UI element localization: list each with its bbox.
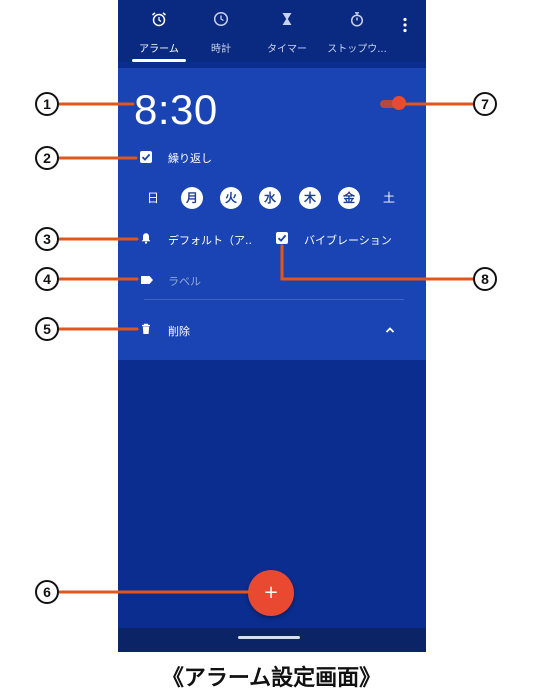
callout-1: 1 [35,92,59,116]
repeat-label: 繰り返し [168,152,212,165]
tab-alarm-label: アラーム [139,44,179,55]
day-wednesday[interactable]: 水 [259,187,281,209]
callout-2: 2 [35,146,59,170]
alarm-time[interactable]: 8:30 [134,86,218,133]
home-handle[interactable] [238,636,300,639]
check-icon [141,153,151,161]
vibration-label: バイブレーション [304,234,392,247]
vibration-checkbox[interactable] [276,232,288,244]
tab-bar: アラーム 時計 タイマー ストップウ... [118,0,426,62]
clock-icon [213,11,229,27]
tab-timer[interactable]: タイマー [254,0,320,62]
repeat-checkbox[interactable] [140,151,152,163]
check-icon [277,234,287,242]
day-saturday[interactable]: 土 [382,191,395,205]
tab-stopwatch-label: ストップウ... [327,44,387,55]
toggle-track [380,100,402,108]
callout-6: 6 [35,580,59,604]
trash-icon [142,323,150,334]
ringtone-selector[interactable]: デフォルト（ア.. [168,234,252,247]
day-sunday[interactable]: 日 [146,191,159,205]
bell-icon [141,233,151,244]
label-input[interactable]: ラベル [168,275,201,288]
chevron-up-icon[interactable] [384,324,396,336]
section-divider [144,299,404,300]
tab-clock[interactable]: 時計 [188,0,254,62]
navigation-bar [118,628,426,652]
phone-screen: アラーム 時計 タイマー ストップウ... [118,0,426,652]
tab-timer-label: タイマー [267,44,307,55]
hourglass-icon [282,13,292,25]
active-tab-indicator [132,59,186,62]
tab-alarm[interactable]: アラーム [126,0,192,62]
callout-4: 4 [35,267,59,291]
delete-button[interactable]: 削除 [168,325,190,338]
alarm-card: 8:30 繰り返し 日 月 火 水 木 金 土 デフォルト（ア.. バイブレーシ… [118,68,426,360]
callout-5: 5 [35,317,59,341]
callout-3: 3 [35,227,59,251]
alarm-toggle[interactable] [380,96,406,110]
add-alarm-button[interactable]: + [248,570,294,616]
day-tuesday[interactable]: 火 [220,187,242,209]
callout-8: 8 [473,267,497,291]
tab-clock-label: 時計 [211,44,231,55]
label-tag-icon [141,276,153,284]
toggle-thumb [392,96,406,110]
day-monday[interactable]: 月 [181,187,203,209]
stopwatch-icon [350,12,364,27]
figure-caption: 《アラーム設定画面》 [161,666,382,691]
day-friday[interactable]: 金 [338,187,360,209]
tab-stopwatch[interactable]: ストップウ... [320,0,394,62]
day-thursday[interactable]: 木 [299,187,321,209]
callout-7: 7 [473,92,497,116]
more-options-icon[interactable] [401,17,409,33]
alarm-icon [152,12,166,27]
